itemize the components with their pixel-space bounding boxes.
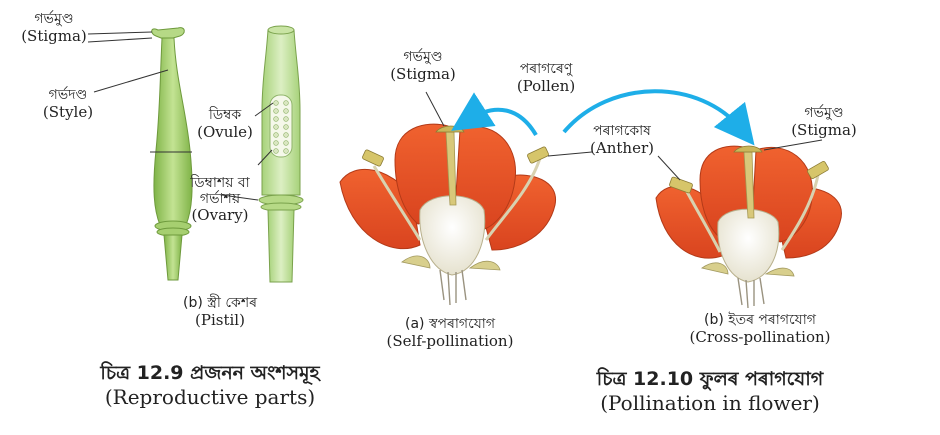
label-anther: পৰাগকোষ (Anther) xyxy=(582,123,662,157)
label-stigma-pistil: গৰ্ভমুণ্ড (Stigma) xyxy=(14,11,94,45)
label-bn: গৰ্ভমুণ্ড xyxy=(403,49,443,65)
caption-bn: (a) স্বপৰাগযোগ xyxy=(404,316,496,332)
label-en: (Stigma) xyxy=(791,120,857,139)
self-pollination-arrow xyxy=(451,92,538,137)
caption-pistil: (b) স্ত্ৰী কেশৰ (Pistil) xyxy=(160,295,280,329)
caption-self-pollination: (a) স্বপৰাগযোগ (Self-pollination) xyxy=(370,316,530,350)
pollination-pointer-lines xyxy=(425,91,823,181)
caption-en: (Pollination in flower) xyxy=(600,390,820,415)
label-bn: গৰ্ভাশয় xyxy=(199,190,241,207)
label-bn: ডিম্বক xyxy=(208,107,242,123)
pollination-arrows xyxy=(451,89,755,146)
caption-cross-pollination: (b) ইতৰ পৰাগযোগ (Cross-pollination) xyxy=(676,312,844,346)
label-stigma-cross: গৰ্ভমুণ্ড (Stigma) xyxy=(784,105,864,139)
label-en: (Stigma) xyxy=(390,64,456,83)
pistil-section xyxy=(258,25,304,283)
label-bn: পৰাগকোষ xyxy=(593,123,651,139)
caption-en: (Reproductive parts) xyxy=(104,384,316,409)
label-en: (Style) xyxy=(42,102,94,121)
label-ovary: ডিম্বাশয় বা গৰ্ভাশয় (Ovary) xyxy=(180,175,260,225)
figure-12-9-caption: চিত্ৰ 12.9 প্ৰজনন অংশসমূহ (Reproductive … xyxy=(60,362,360,409)
label-en: (Ovary) xyxy=(191,206,249,225)
pistil-pointer-lines xyxy=(87,31,274,201)
label-bn: ডিম্বাশয় বা xyxy=(190,175,250,191)
caption-bn: (b) ইতৰ পৰাগযোগ xyxy=(704,312,816,328)
caption-en: (Self-pollination) xyxy=(386,331,514,350)
label-bn: পৰাগৰেণু xyxy=(519,61,573,77)
cross-pollination-arrow xyxy=(562,89,755,146)
label-stigma-self: গৰ্ভমুণ্ড (Stigma) xyxy=(384,49,462,83)
caption-bn: চিত্ৰ 12.10 ফুলৰ পৰাগযোগ xyxy=(596,368,824,390)
label-style: গৰ্ভদণ্ড (Style) xyxy=(32,87,104,121)
self-pollination-flower xyxy=(339,123,556,306)
caption-en: (Cross-pollination) xyxy=(689,327,831,346)
label-bn: গৰ্ভমুণ্ড xyxy=(804,105,844,121)
caption-bn: চিত্ৰ 12.9 প্ৰজনন অংশসমূহ xyxy=(100,362,320,384)
label-ovule: ডিম্বক (Ovule) xyxy=(192,107,258,141)
label-bn: গৰ্ভমুণ্ড xyxy=(34,11,74,27)
label-en: (Anther) xyxy=(590,138,654,157)
label-bn: গৰ্ভদণ্ড xyxy=(48,87,88,103)
label-pollen: পৰাগৰেণু (Pollen) xyxy=(506,61,586,95)
label-en: (Ovule) xyxy=(197,122,253,141)
label-en: (Pollen) xyxy=(516,76,576,95)
caption-bn: (b) স্ত্ৰী কেশৰ xyxy=(183,295,257,311)
figure-12-10-caption: চিত্ৰ 12.10 ফুলৰ পৰাগযোগ (Pollination in… xyxy=(560,368,860,415)
cross-pollination-flower xyxy=(655,145,842,309)
caption-en: (Pistil) xyxy=(195,310,245,329)
label-en: (Stigma) xyxy=(21,26,87,45)
pistil-whole xyxy=(151,27,193,281)
